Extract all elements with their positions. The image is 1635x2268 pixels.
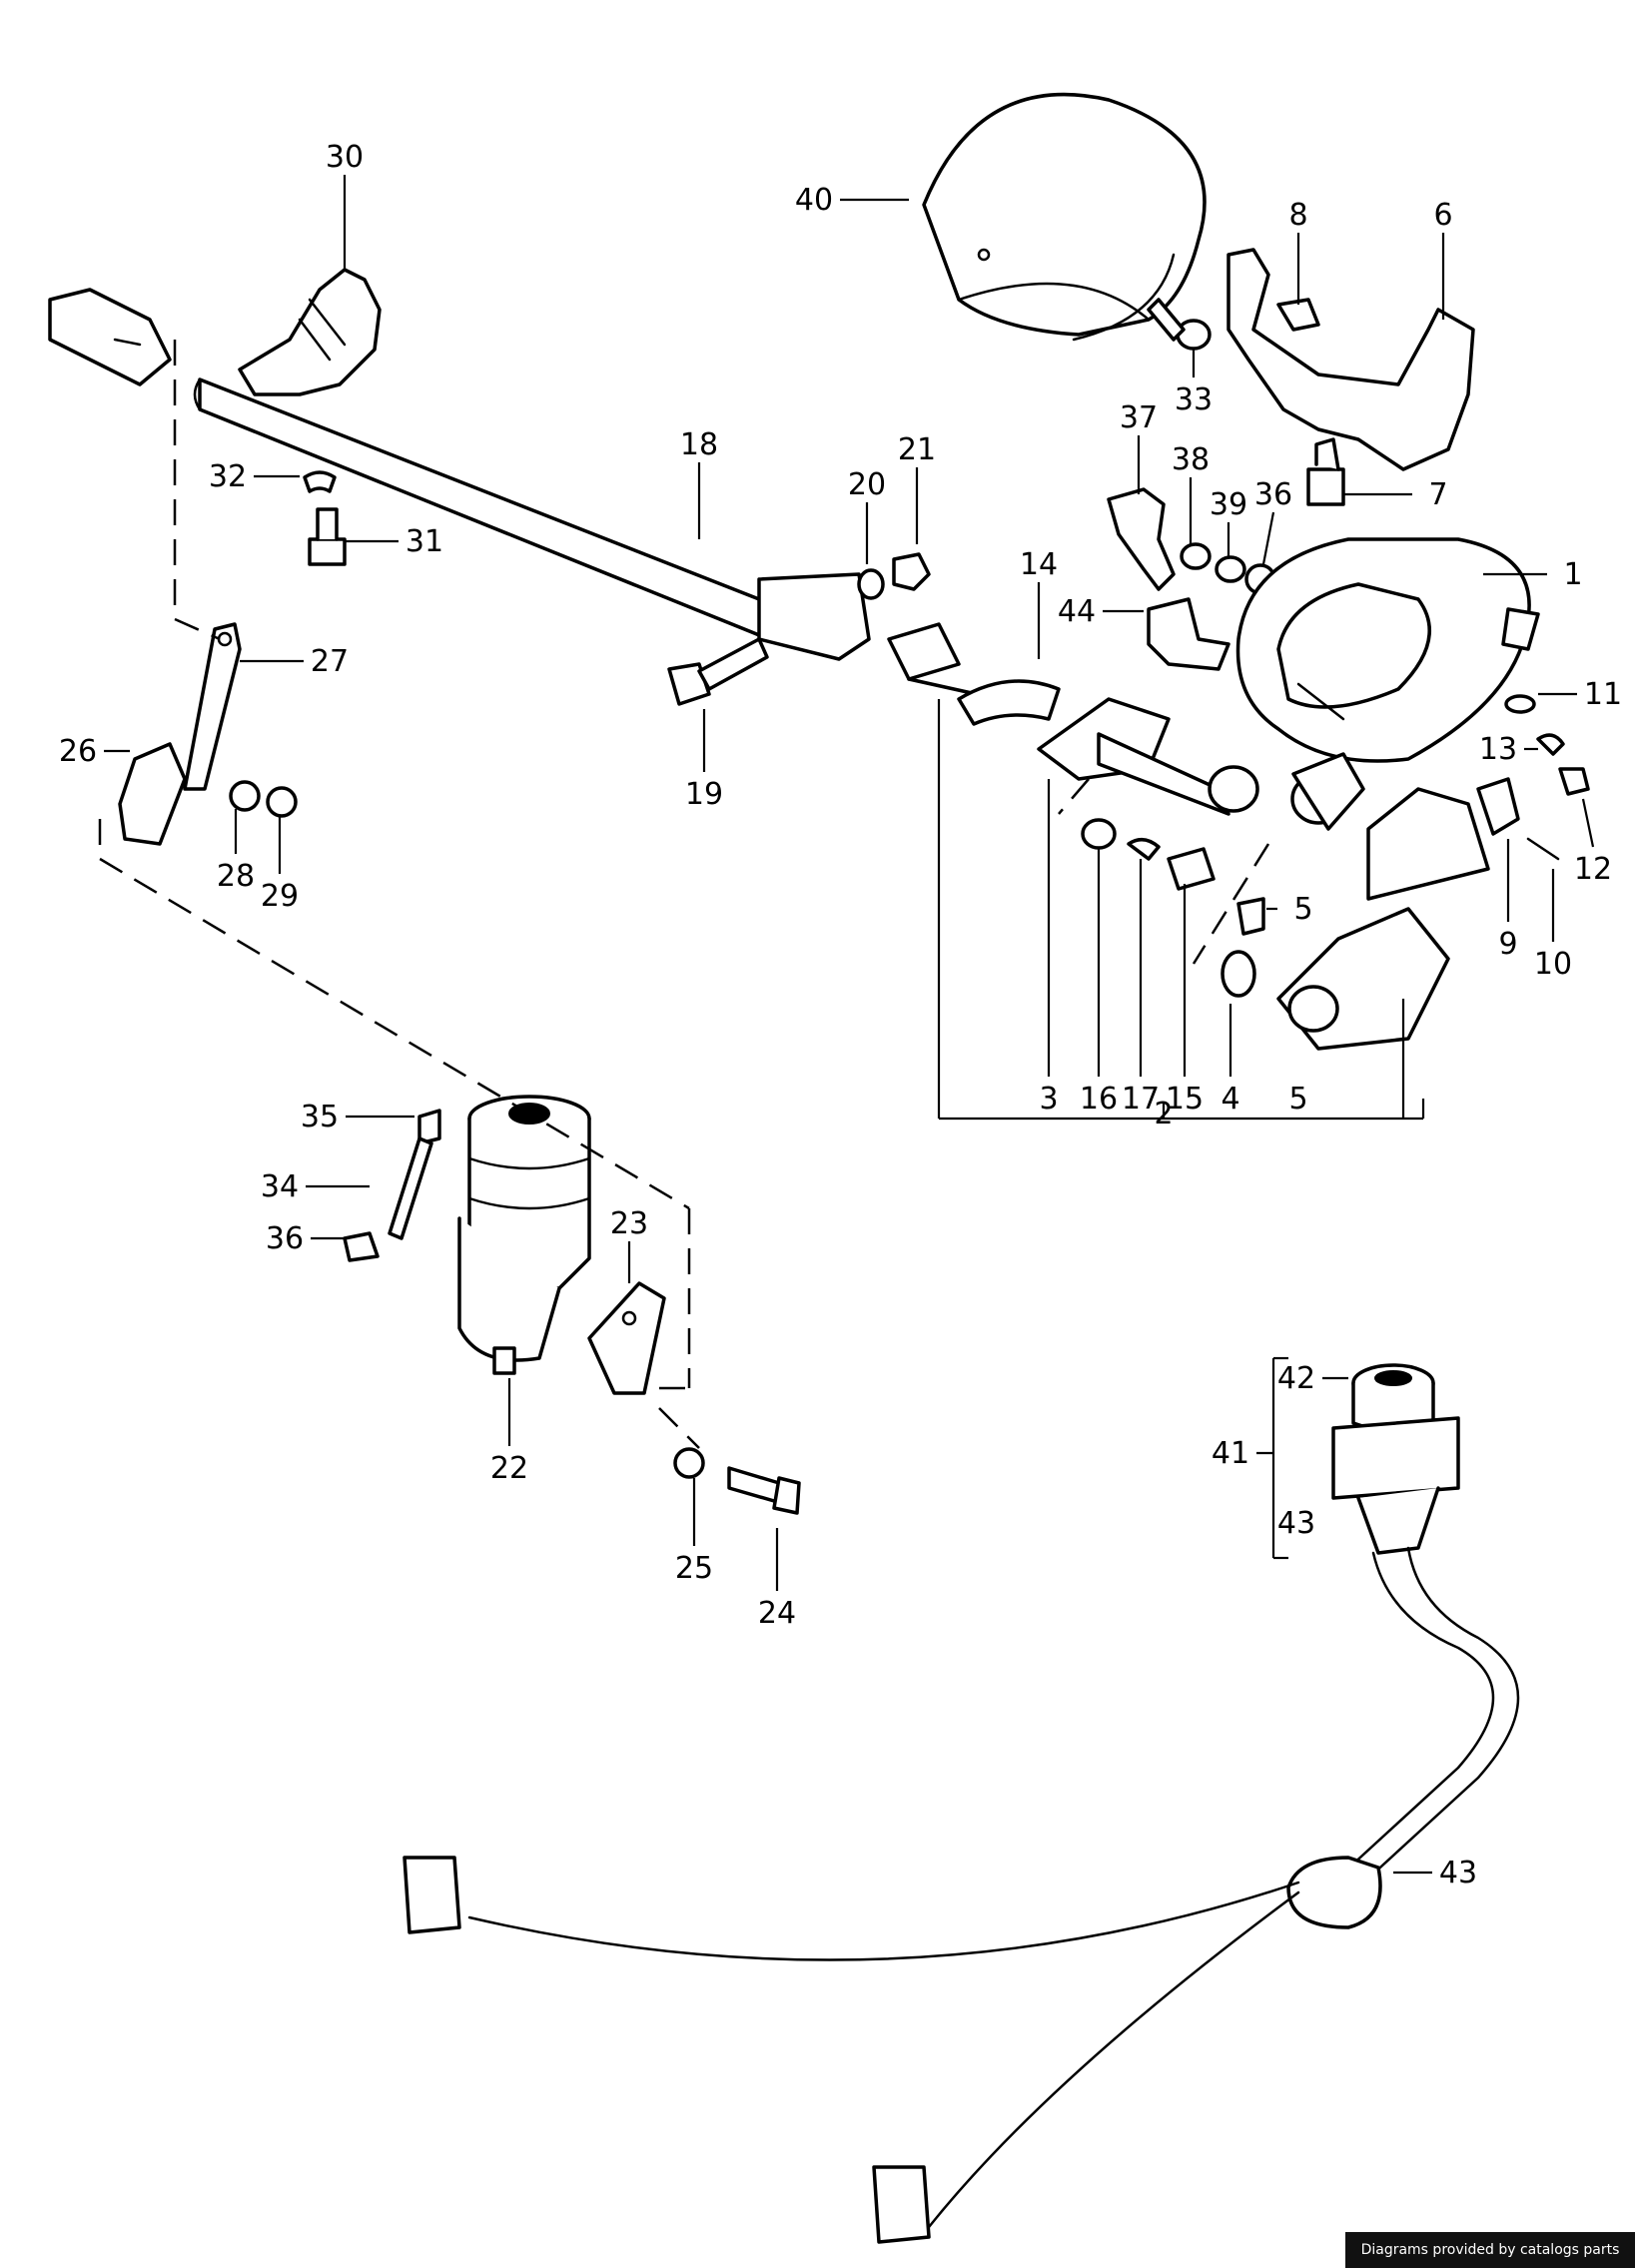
callout-34: 34 <box>261 1169 299 1204</box>
callout-39: 39 <box>1210 487 1247 522</box>
part-24-bolt <box>727 1466 801 1515</box>
callout-9: 9 <box>1498 927 1517 962</box>
callout-2: 2 <box>1154 1097 1173 1132</box>
callout-30: 30 <box>326 140 364 175</box>
callout-13: 13 <box>1479 732 1517 767</box>
callout-6: 6 <box>1433 198 1452 233</box>
callout-1: 1 <box>1563 557 1582 592</box>
callout-18: 18 <box>680 427 718 462</box>
callout-8: 8 <box>1288 198 1307 233</box>
parts-16-17-15-4-5 <box>1081 818 1265 998</box>
callout-21: 21 <box>898 432 936 467</box>
dash-assembly-b <box>1192 843 1270 965</box>
callout-17: 17 <box>1122 1082 1160 1117</box>
part-40-hood <box>922 92 1207 342</box>
part-23-gasket <box>587 1281 666 1395</box>
part-32-clip <box>303 470 337 493</box>
callout-12: 12 <box>1574 852 1612 887</box>
cable-harness <box>403 1546 1520 2244</box>
callout-28: 28 <box>217 859 255 894</box>
callout-25: 25 <box>675 1551 713 1586</box>
guide-lines <box>98 340 1425 1560</box>
callout-36a: 36 <box>1254 477 1292 512</box>
part-6-bracket <box>1226 248 1475 471</box>
parts-9-13 <box>1476 694 1590 861</box>
callout-20: 20 <box>848 467 886 502</box>
callout-11: 11 <box>1584 677 1622 712</box>
credit-bar: Diagrams provided by catalogs parts <box>1345 2232 1635 2268</box>
callout-33: 33 <box>1175 382 1213 417</box>
part-44 <box>1147 597 1230 671</box>
part-20-washer <box>857 568 885 600</box>
callout-5a: 5 <box>1293 892 1312 927</box>
callout-10: 10 <box>1534 947 1572 982</box>
callout-14: 14 <box>1020 547 1058 582</box>
callout-leaders <box>104 175 1595 1875</box>
callout-35: 35 <box>301 1100 339 1134</box>
part-29-washer <box>266 786 298 818</box>
callout-40: 40 <box>795 183 833 218</box>
callout-24: 24 <box>758 1596 796 1631</box>
callout-7: 7 <box>1428 477 1447 512</box>
callout-27: 27 <box>311 644 349 679</box>
leader-12 <box>1581 798 1595 848</box>
part-31-bolt <box>308 507 347 566</box>
callout-4: 4 <box>1221 1082 1239 1117</box>
part-3-shaft <box>887 622 1061 726</box>
callout-22: 22 <box>490 1451 528 1486</box>
part-26-lever <box>118 742 187 846</box>
callout-37: 37 <box>1120 400 1158 435</box>
dash-to-actuator <box>99 857 690 1210</box>
part-21-nut <box>892 552 931 591</box>
part-22-actuator <box>457 1095 591 1375</box>
callout-16: 16 <box>1080 1082 1118 1117</box>
callout-19: 19 <box>685 777 723 812</box>
part-18-rod <box>193 378 871 661</box>
part-37 <box>1107 487 1176 591</box>
part-19-bolt <box>667 637 769 706</box>
callout-3: 3 <box>1039 1082 1058 1117</box>
part-35-nut <box>417 1109 441 1145</box>
callout-15: 15 <box>1166 1082 1204 1117</box>
part-1-housing <box>1235 537 1540 763</box>
left-lever-arm <box>48 288 172 386</box>
callout-42: 42 <box>1277 1361 1315 1396</box>
part-41-switch <box>1331 1363 1460 1555</box>
callout-43b: 43 <box>1439 1856 1477 1890</box>
part-36-clip <box>343 1231 380 1262</box>
part-34-screw <box>388 1136 433 1240</box>
part-27-link <box>183 622 242 791</box>
part-7-bolt <box>1306 437 1345 506</box>
dash-rod-link <box>174 617 221 641</box>
part-2-assembly <box>1037 697 1490 1051</box>
callout-38: 38 <box>1172 442 1210 477</box>
callout-5b: 5 <box>1288 1082 1307 1117</box>
callout-32: 32 <box>209 459 247 494</box>
part-28-washer <box>229 780 261 812</box>
part-25-washer <box>673 1447 705 1479</box>
part-30-bracket <box>238 268 382 396</box>
callout-36b: 36 <box>266 1221 304 1256</box>
leader-36a <box>1261 511 1275 565</box>
callout-31: 31 <box>406 524 443 559</box>
callout-44: 44 <box>1058 594 1096 629</box>
dash-to-bolt <box>658 1407 700 1449</box>
callout-43a: 43 <box>1277 1506 1315 1541</box>
callout-41: 41 <box>1212 1436 1249 1471</box>
callout-23: 23 <box>610 1206 648 1241</box>
callout-26: 26 <box>59 734 97 769</box>
part-33-screw <box>1147 298 1212 351</box>
callout-29: 29 <box>261 879 299 914</box>
dash-assembly-a <box>1058 778 1090 815</box>
